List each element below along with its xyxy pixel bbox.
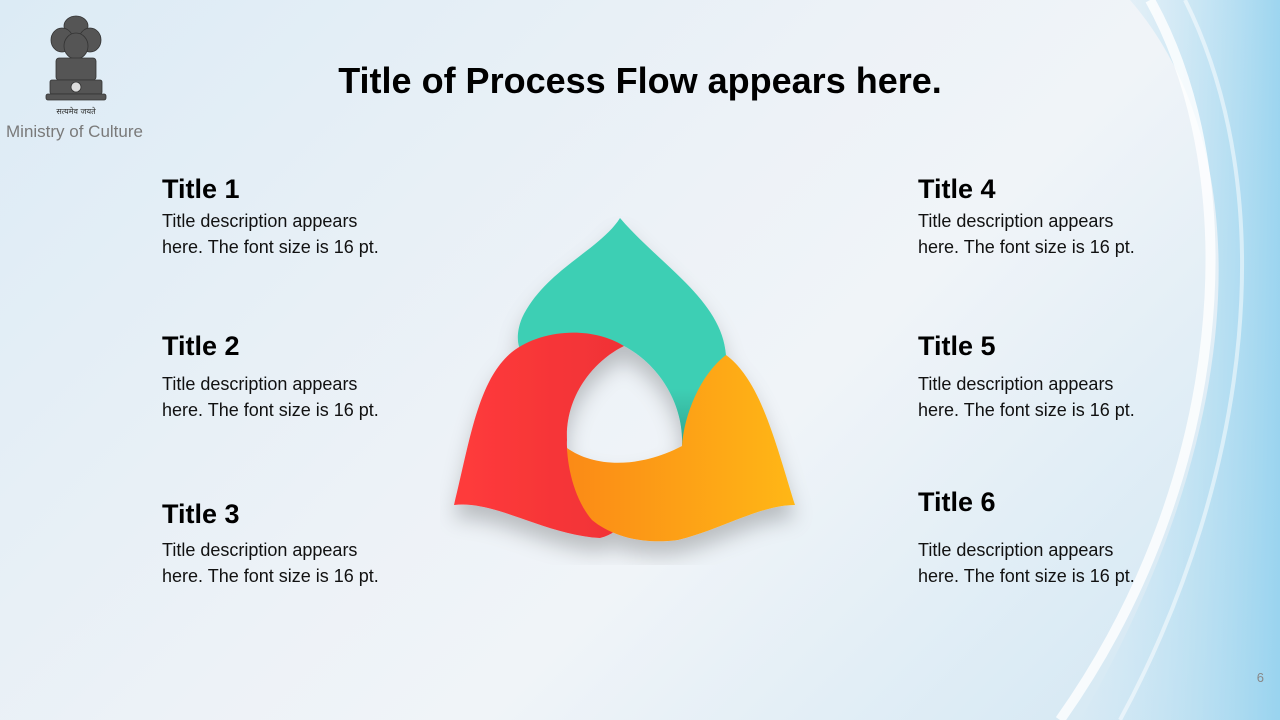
- item-description: Title description appears here. The font…: [162, 374, 379, 420]
- item-title: Title 4: [918, 174, 996, 204]
- item-description: Title description appears here. The font…: [918, 211, 1135, 257]
- item-title: Title 2: [162, 331, 240, 361]
- teal-petal: [517, 218, 727, 446]
- process-item-6: Title 6 Title description appears here. …: [918, 487, 1158, 589]
- item-description: Title description appears here. The font…: [918, 540, 1135, 586]
- item-title: Title 1: [162, 174, 240, 204]
- slide-title: Title of Process Flow appears here.: [338, 60, 942, 101]
- page-number: 6: [1256, 670, 1264, 685]
- process-item-1: Title 1 Title description appears here. …: [162, 174, 402, 260]
- item-description: Title description appears here. The font…: [918, 374, 1135, 420]
- emblem-motto: सत्यमेव जयते: [56, 106, 96, 116]
- item-description: Title description appears here. The font…: [162, 540, 379, 586]
- item-description: Title description appears here. The font…: [162, 211, 379, 257]
- process-item-2: Title 2 Title description appears here. …: [162, 331, 402, 423]
- item-title: Title 5: [918, 331, 996, 361]
- cyclic-petal-diagram: [454, 218, 795, 542]
- process-item-3: Title 3 Title description appears here. …: [162, 499, 402, 589]
- national-emblem-icon: सत्यमेव जयते: [45, 15, 107, 116]
- item-title: Title 6: [918, 487, 996, 517]
- process-item-4: Title 4 Title description appears here. …: [918, 174, 1158, 260]
- process-item-5: Title 5 Title description appears here. …: [918, 331, 1158, 423]
- orange-petal: [567, 355, 795, 542]
- ministry-name: Ministry of Culture: [6, 122, 143, 141]
- item-title: Title 3: [162, 499, 240, 529]
